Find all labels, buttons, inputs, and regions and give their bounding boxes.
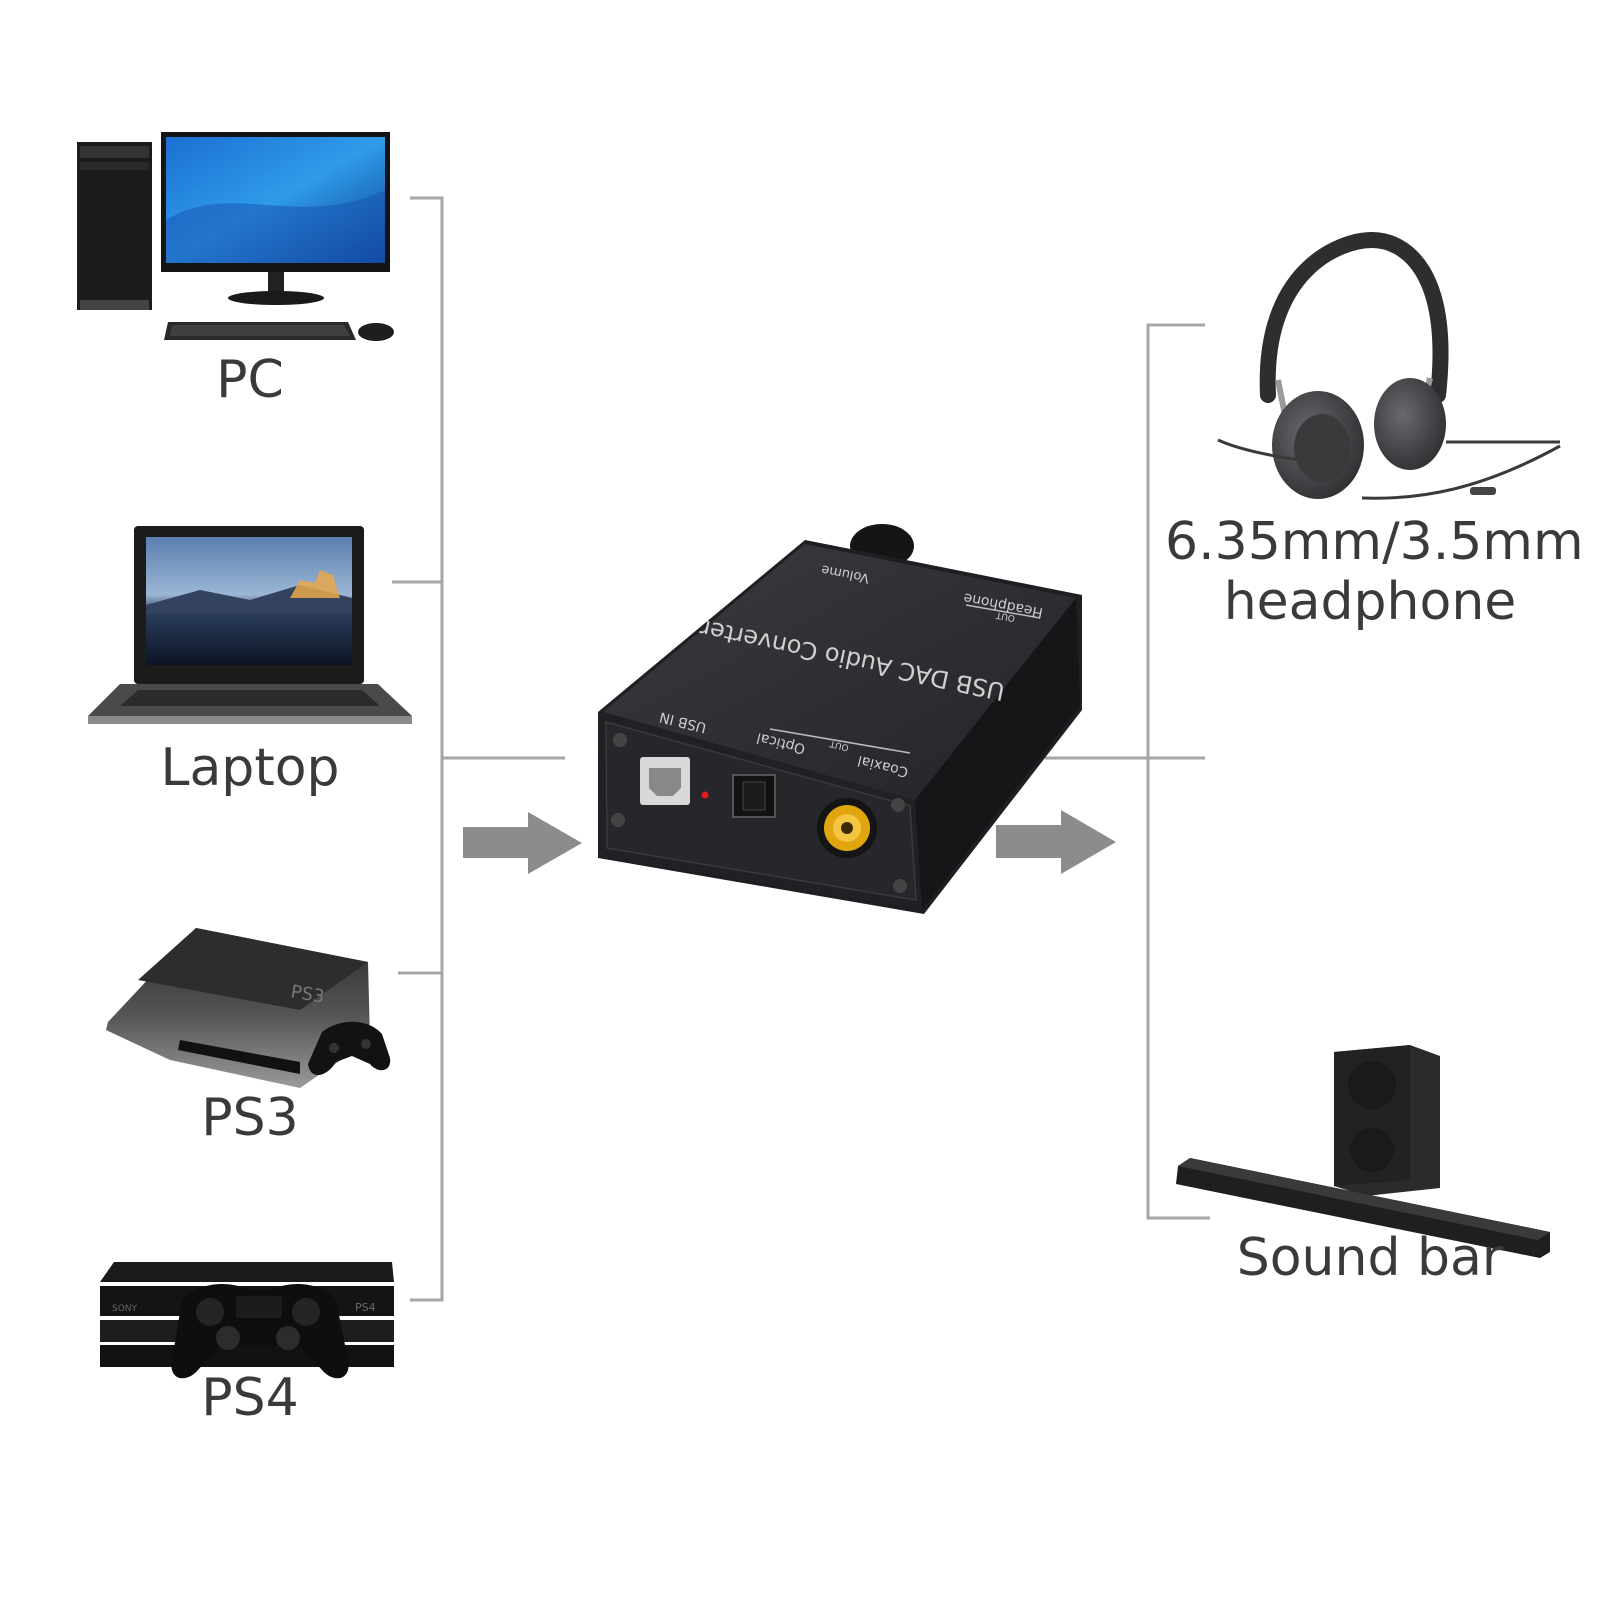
- input-arrow-icon: [463, 812, 582, 874]
- source-connector-lines: [392, 196, 565, 1302]
- headphones-icon: [1217, 231, 1561, 500]
- source-label-laptop: Laptop: [160, 738, 340, 798]
- power-led: [701, 791, 709, 799]
- output-arrow-icon: [996, 810, 1116, 874]
- output-connector-lines: [1045, 323, 1210, 1220]
- output-label-headphone: 6.35mm/3.5mm headphone: [1165, 512, 1584, 632]
- source-label-ps3: PS3: [201, 1088, 299, 1148]
- usb-b-port: [640, 757, 690, 805]
- svg-text:SONY: SONY: [112, 1304, 138, 1314]
- device-legend-lines: [769, 604, 1041, 754]
- output-label-soundbar: Sound bar: [1236, 1228, 1504, 1288]
- ps4-console-icon: SONY PS4: [100, 1262, 394, 1379]
- device-out-label: OUT: [829, 738, 851, 752]
- output-label-headphone-line2: headphone: [1223, 572, 1517, 632]
- coaxial-rca-port: [817, 798, 877, 858]
- pc-icon: [77, 132, 394, 341]
- soundbar-icon: [1176, 1045, 1550, 1258]
- dac-converter-device: [598, 524, 1082, 914]
- laptop-icon: [88, 526, 412, 724]
- device-headphone-out-label: OUT: [995, 609, 1016, 623]
- ps3-console-icon: PS3: [106, 928, 391, 1088]
- source-label-pc: PC: [216, 350, 284, 410]
- source-label-ps4: PS4: [201, 1368, 299, 1428]
- output-label-headphone-line1: 6.35mm/3.5mm: [1165, 512, 1584, 572]
- optical-port: [732, 774, 776, 818]
- svg-text:PS4: PS4: [355, 1301, 376, 1314]
